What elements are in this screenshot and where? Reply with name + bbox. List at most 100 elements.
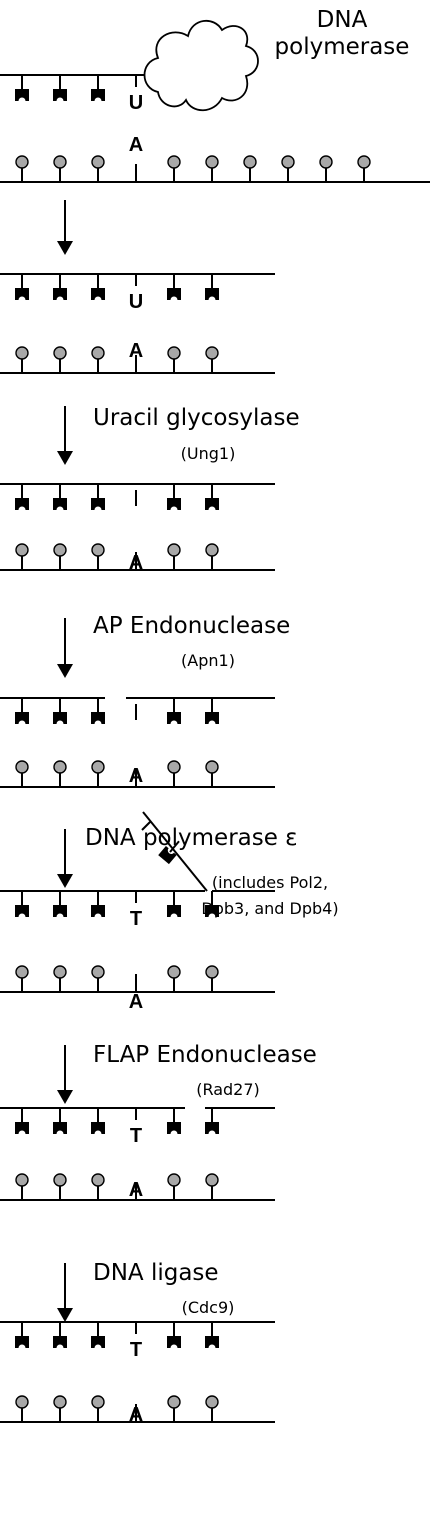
enzyme-name: Uracil glycosylase <box>93 405 300 431</box>
bottom-nucleotide <box>281 155 295 182</box>
arrow-head-icon <box>57 664 73 678</box>
top-nucleotide <box>167 274 181 300</box>
top-nucleotide <box>91 1108 105 1134</box>
enzyme-name: FLAP Endonuclease <box>93 1042 317 1068</box>
top-nucleotide <box>167 891 181 917</box>
base-a: A <box>129 991 143 1013</box>
bottom-nucleotide <box>15 155 29 182</box>
bottom-nucleotide <box>91 155 105 182</box>
duplex-stage-7: TA <box>0 1321 275 1426</box>
bottom-nucleotide <box>167 965 181 992</box>
step-arrow-2: Uracil glycosylase (Ung1) <box>57 405 300 465</box>
top-nucleotide <box>15 75 29 101</box>
bottom-nucleotide <box>167 155 181 182</box>
arrow-head-icon <box>57 1090 73 1104</box>
duplex-stage-4: A <box>0 697 275 788</box>
bottom-nucleotide <box>53 1395 67 1422</box>
top-nucleotide <box>205 891 219 917</box>
bottom-nucleotide <box>53 543 67 570</box>
top-nucleotide <box>15 1322 29 1348</box>
polymerase-icon <box>143 20 259 112</box>
enzyme-name: DNA ligase <box>93 1260 219 1286</box>
top-nucleotide <box>205 1108 219 1134</box>
top-nucleotide <box>205 698 219 724</box>
bottom-nucleotide <box>167 1395 181 1422</box>
duplex-stage-5: TA <box>0 890 275 1013</box>
bottom-nucleotide <box>91 1173 105 1200</box>
step-arrow-4: DNA polymerase ε (includes Pol2, Dpb3, and… <box>57 825 339 918</box>
bottom-nucleotide <box>319 155 333 182</box>
bottom-nucleotide <box>91 760 105 787</box>
bottom-nucleotide <box>205 1395 219 1422</box>
bottom-nucleotide <box>205 760 219 787</box>
enzyme-name: DNA polymerase ε <box>85 825 298 851</box>
top-nucleotide <box>167 698 181 724</box>
base-a: A <box>129 340 143 362</box>
bottom-nucleotide <box>53 155 67 182</box>
top-nucleotide <box>167 1108 181 1134</box>
top-nucleotide <box>91 75 105 101</box>
top-nucleotide <box>53 75 67 101</box>
enzyme-detail: Dpb3, and Dpb4) <box>201 899 338 918</box>
step-arrow-3: AP Endonuclease(Apn1) <box>57 613 290 678</box>
enzyme-name: AP Endonuclease <box>93 613 290 639</box>
bottom-nucleotide <box>205 543 219 570</box>
bottom-nucleotide <box>167 346 181 373</box>
bottom-nucleotide <box>357 155 371 182</box>
top-nucleotide <box>91 274 105 300</box>
bottom-nucleotide <box>15 1173 29 1200</box>
arrow-head-icon <box>57 1308 73 1322</box>
bottom-nucleotide <box>53 1173 67 1200</box>
top-nucleotide <box>15 891 29 918</box>
top-nucleotide <box>53 1108 67 1134</box>
arrow-head-icon <box>57 874 73 888</box>
base-a: A <box>129 1404 143 1426</box>
polymerase-label: DNA <box>317 7 368 33</box>
bottom-nucleotide <box>205 346 219 373</box>
top-nucleotide <box>205 1322 219 1348</box>
bottom-nucleotide <box>15 543 29 570</box>
base-u: U <box>129 92 143 114</box>
flap-strand <box>142 811 208 892</box>
bottom-nucleotide <box>205 965 219 992</box>
bottom-nucleotide <box>167 760 181 787</box>
bottom-nucleotide <box>91 346 105 373</box>
polymerase-label: polymerase <box>275 34 410 60</box>
top-nucleotide <box>91 484 105 510</box>
top-nucleotide <box>205 484 219 510</box>
base-u: U <box>129 291 143 313</box>
enzyme-detail: (includes Pol2, <box>212 873 328 892</box>
enzyme-detail: (Ung1) <box>181 444 236 463</box>
duplex-stage-3: A <box>0 483 275 574</box>
bottom-nucleotide <box>91 965 105 992</box>
base-t: T <box>130 908 142 930</box>
top-nucleotide <box>205 274 219 300</box>
bottom-nucleotide <box>205 1173 219 1200</box>
displaced-flap <box>141 811 208 892</box>
top-nucleotide <box>53 484 67 510</box>
duplex-stage-6: TA <box>0 1107 275 1201</box>
top-nucleotide <box>15 698 29 724</box>
top-nucleotide <box>167 1322 181 1348</box>
base-a: A <box>129 552 143 574</box>
top-nucleotide <box>53 891 67 917</box>
bottom-nucleotide <box>91 1395 105 1422</box>
top-nucleotide <box>15 1108 29 1134</box>
enzyme-detail: (Cdc9) <box>182 1298 235 1317</box>
top-nucleotide <box>91 698 105 724</box>
base-a: A <box>129 1179 143 1201</box>
bottom-nucleotide <box>167 1173 181 1200</box>
base-a: A <box>129 765 143 787</box>
bottom-nucleotide <box>53 760 67 787</box>
step-arrow-5: FLAP Endonuclease(Rad27) <box>57 1042 317 1104</box>
step-arrow-6: DNA ligase (Cdc9) <box>57 1260 234 1322</box>
bottom-nucleotide <box>53 965 67 992</box>
top-nucleotide <box>15 484 29 510</box>
top-nucleotide <box>15 274 29 300</box>
bottom-nucleotide <box>167 543 181 570</box>
flap-nucleotide <box>158 840 180 865</box>
top-nucleotide <box>91 891 105 917</box>
